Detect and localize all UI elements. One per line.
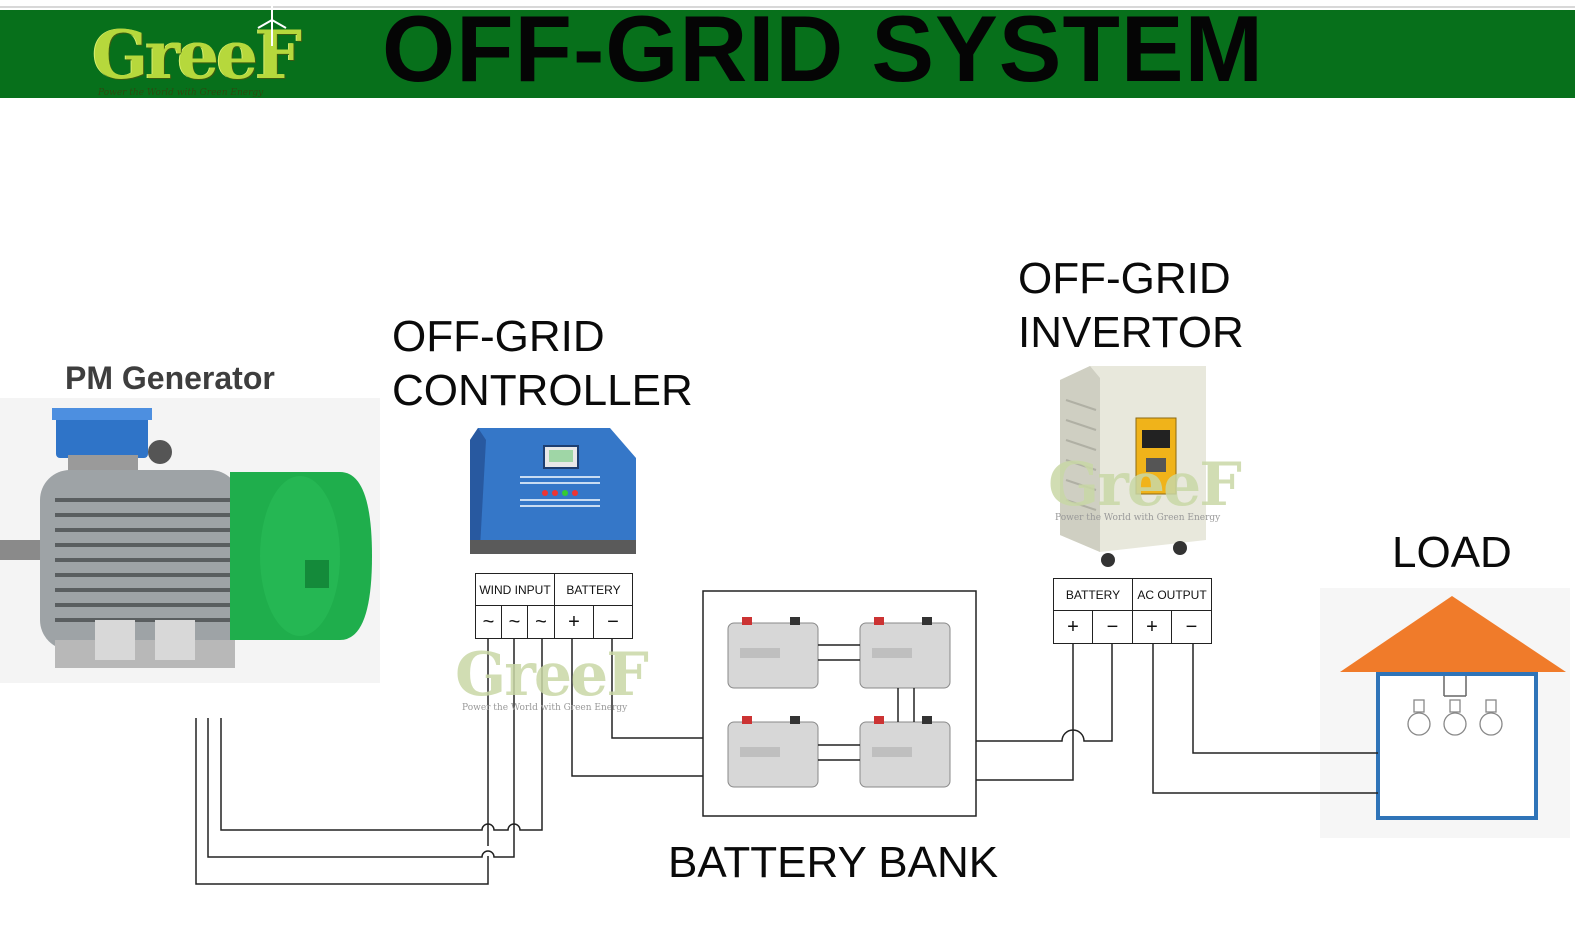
controller-battery-negative: − [607, 610, 619, 633]
brand-logo: GreeF Power the World with Green Energy [92, 6, 322, 102]
wiring [195, 638, 1378, 885]
invertor-terminal-block: BATTERY AC OUTPUT + − + − [1053, 578, 1212, 644]
watermark-logo: GreeF [455, 640, 649, 710]
wind-input-terminal-1: ~ [476, 606, 502, 638]
ac-output-negative: − [1185, 615, 1198, 638]
watermark-tagline: Power the World with Green Energy [1055, 513, 1221, 523]
ac-output-header: AC OUTPUT [1133, 579, 1211, 611]
watermark-tagline: Power the World with Green Energy [462, 703, 628, 713]
light-bulb-icon [1443, 699, 1467, 736]
controller-battery-positive: + [555, 606, 594, 638]
invertor-label-line2: INVERTOR [1018, 308, 1244, 357]
invertor-battery-negative: − [1093, 611, 1133, 643]
light-bulb-icon [1407, 699, 1431, 736]
wind-turbine-icon [257, 6, 287, 46]
controller-image [470, 428, 636, 554]
page-title: OFF-GRID SYSTEM [382, 0, 1264, 101]
generator-label: PM Generator [65, 360, 275, 396]
controller-label-line2: CONTROLLER [392, 366, 693, 415]
wind-input-terminal-3: ~ [528, 606, 555, 638]
invertor-image [1060, 366, 1206, 567]
battery-bank-label: BATTERY BANK [668, 838, 999, 887]
wind-input-header: WIND INPUT [476, 574, 555, 606]
logo-text: GreeF [92, 16, 302, 94]
controller-label-line1: OFF-GRID [392, 312, 605, 361]
header-top-line [0, 0, 1575, 10]
light-bulb-icon [1479, 699, 1503, 736]
controller-battery-header: BATTERY [555, 574, 632, 606]
battery-unit [859, 617, 951, 689]
battery-unit [727, 716, 819, 788]
load-label: LOAD [1392, 528, 1512, 577]
battery-bank [702, 590, 977, 817]
battery-unit [727, 617, 819, 689]
invertor-battery-header: BATTERY [1054, 579, 1133, 611]
logo-tagline: Power the World with Green Energy [98, 88, 264, 98]
pm-generator-image [0, 398, 380, 683]
battery-unit [859, 716, 951, 788]
watermark-logo: GreeF [1048, 450, 1242, 520]
invertor-label-line1: OFF-GRID [1018, 254, 1231, 303]
wind-input-terminal-2: ~ [502, 606, 528, 638]
controller-terminal-block: WIND INPUT BATTERY ~ ~ ~ + − [475, 573, 633, 639]
invertor-battery-positive: + [1054, 611, 1093, 643]
load-house [1320, 588, 1570, 838]
ac-output-positive: + [1133, 611, 1172, 643]
